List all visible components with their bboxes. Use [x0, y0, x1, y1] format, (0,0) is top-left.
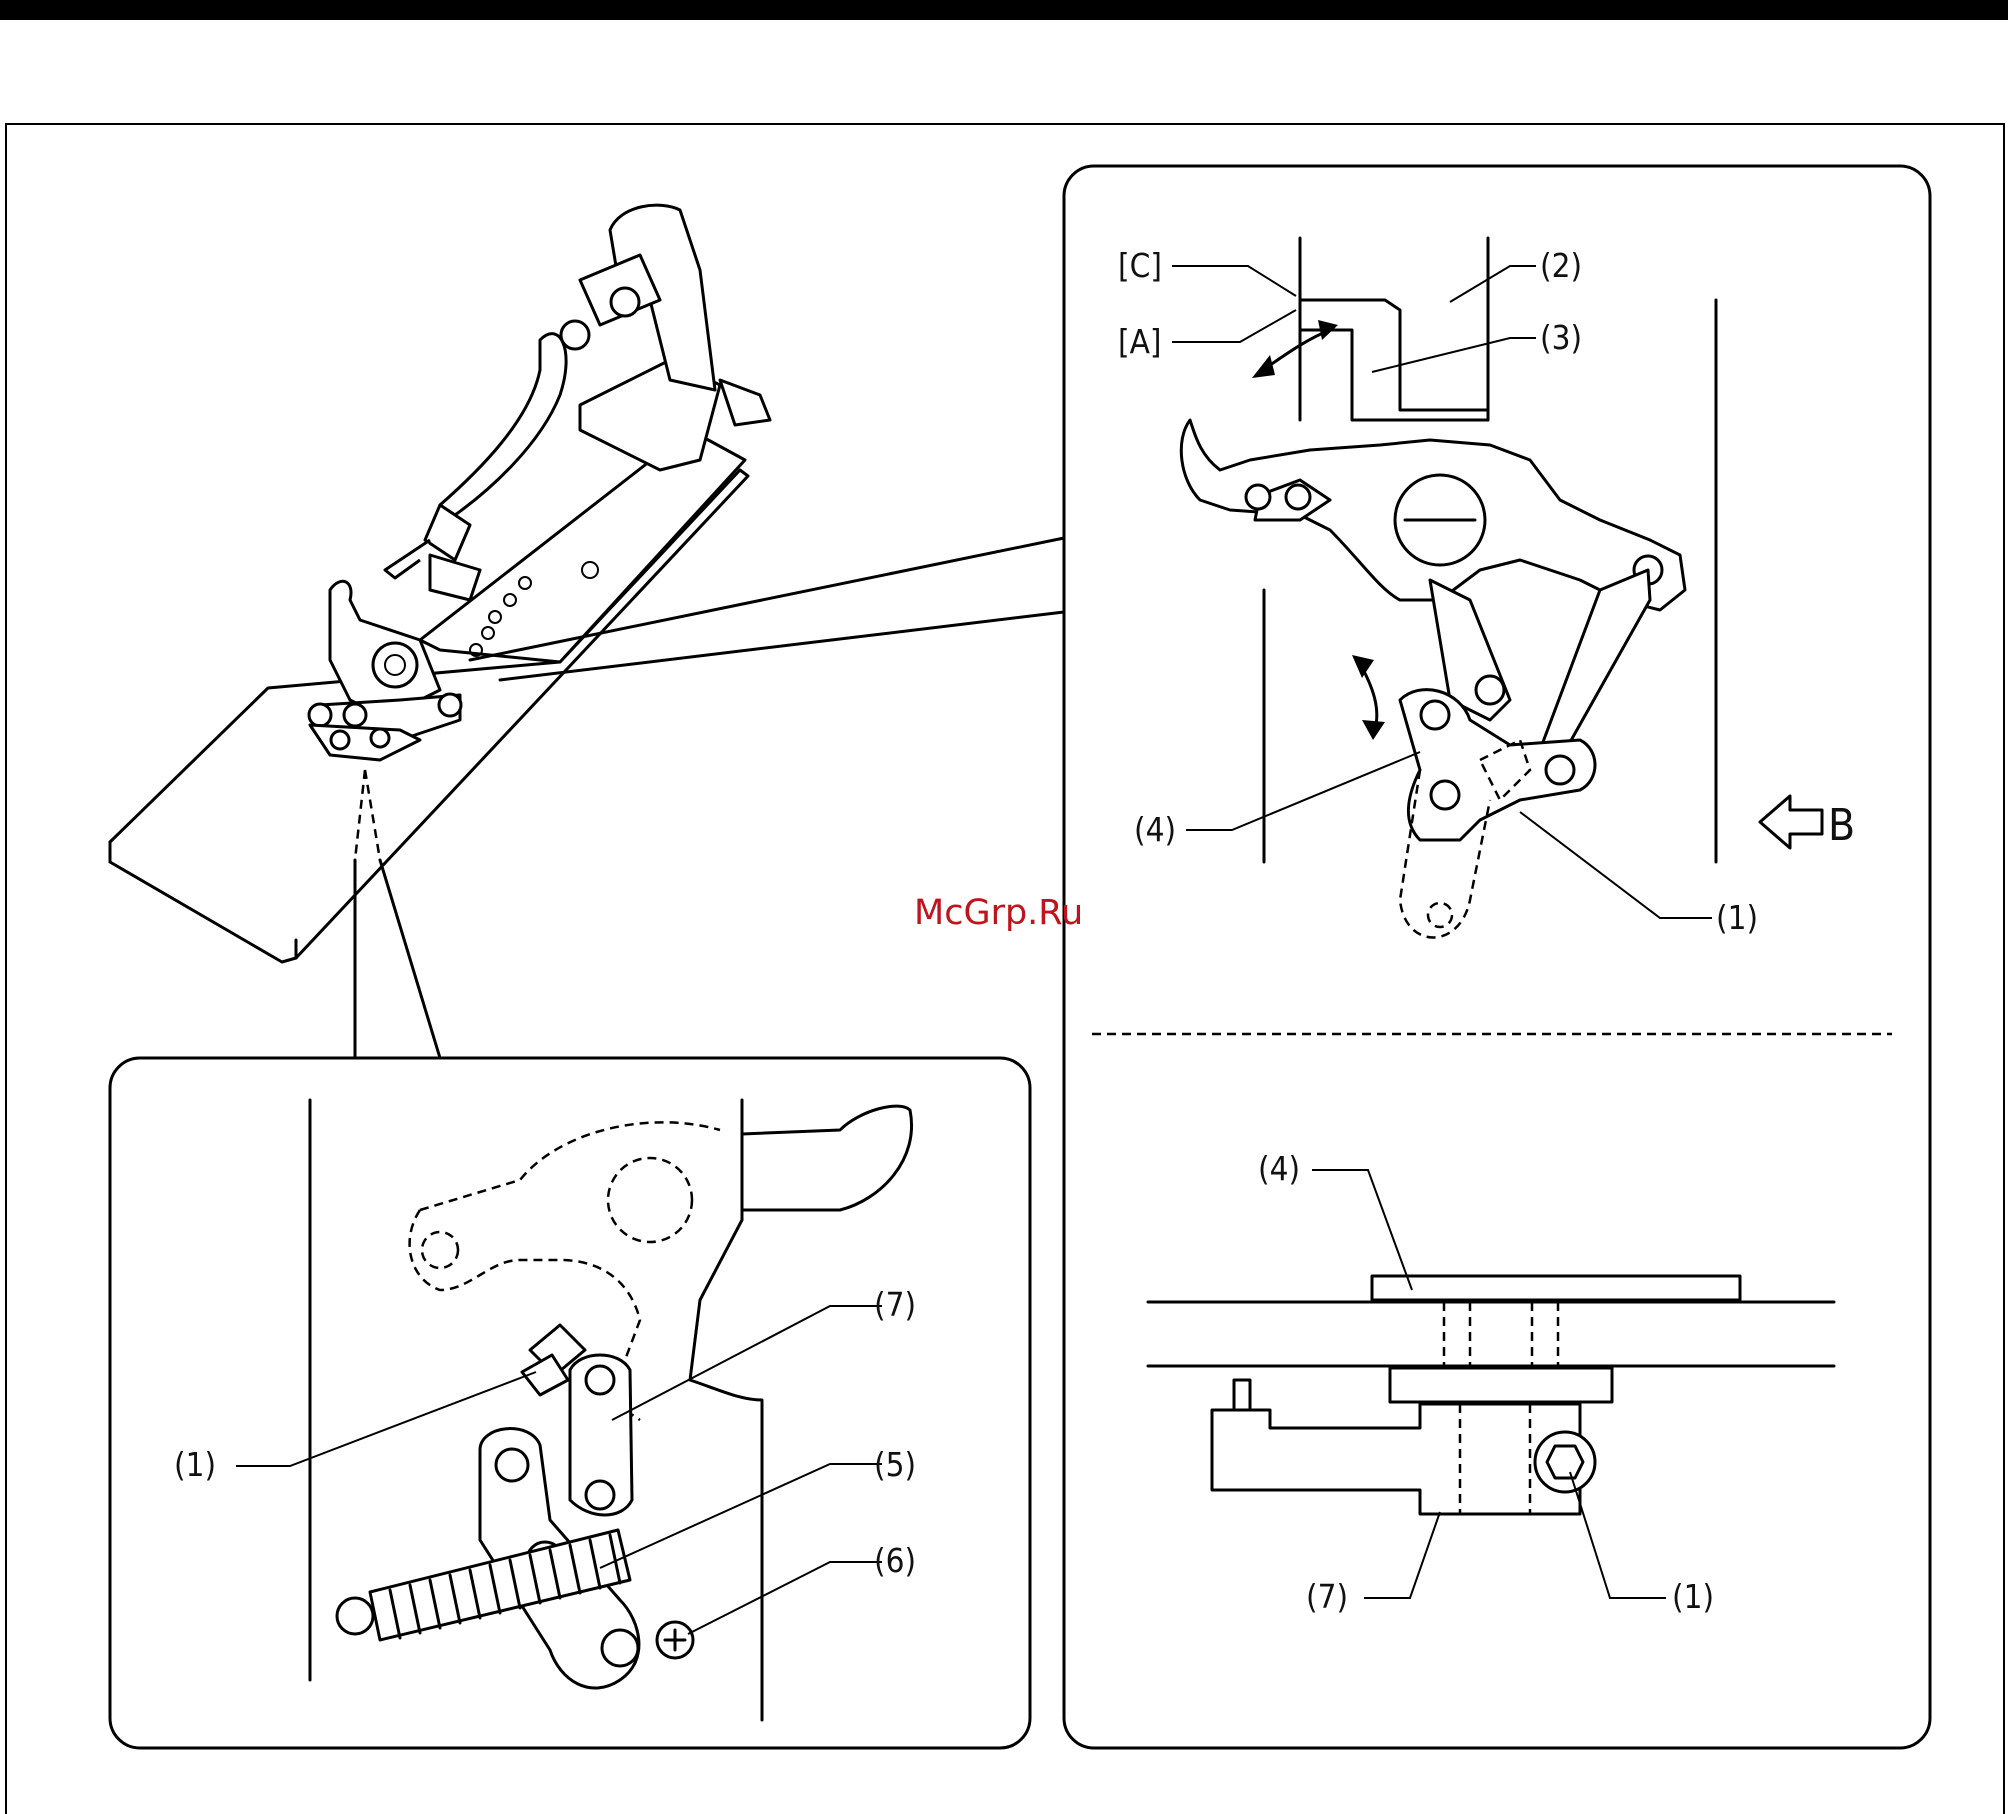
- callout-part-3: (3): [1540, 318, 1582, 357]
- watermark-text: McGrp.Ru: [914, 893, 1083, 933]
- callout-part-6-bottom: (6): [874, 1541, 916, 1580]
- callout-part-1: (1): [1716, 898, 1758, 937]
- view-b-label: B: [1828, 800, 1855, 851]
- callout-part-5-bottom: (5): [874, 1445, 916, 1484]
- callout-part-2: (2): [1540, 246, 1582, 285]
- callout-part-7-bottom: (7): [874, 1285, 916, 1324]
- callout-a-label: [A]: [1118, 322, 1161, 361]
- mechanism-bottom-view: [310, 1100, 912, 1720]
- outer-frame: [6, 124, 2004, 1814]
- callout-c-label: [C]: [1118, 246, 1162, 285]
- callout-part-4-side: (4): [1258, 1149, 1300, 1188]
- mechanism-top-view: [1181, 238, 1822, 938]
- side-view-assembly: [1148, 1276, 1834, 1514]
- callout-part-7-side: (7): [1306, 1577, 1348, 1616]
- callout-part-4: (4): [1134, 810, 1176, 849]
- callout-part-1-bottom: (1): [174, 1445, 216, 1484]
- callout-part-1-side: (1): [1672, 1577, 1714, 1616]
